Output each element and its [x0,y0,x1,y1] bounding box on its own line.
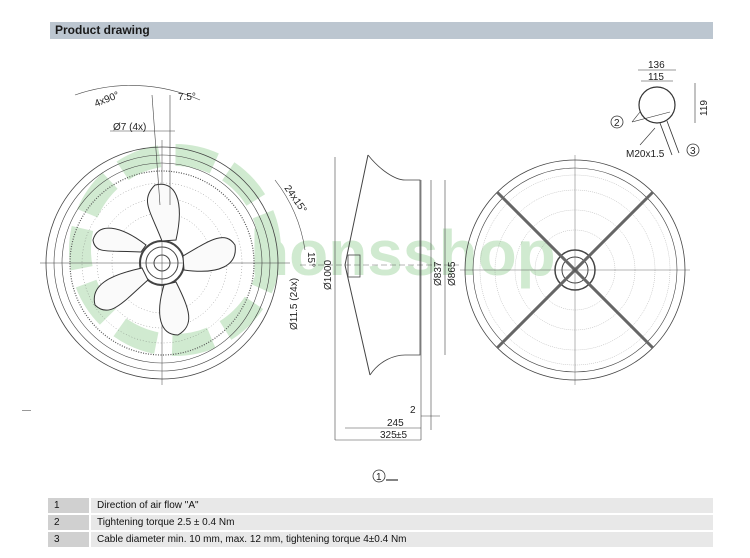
section-title: Product drawing [55,23,150,37]
svg-text:115: 115 [648,72,664,83]
legend-text: Tightening torque 2.5 ± 0.4 Nm [89,515,713,530]
svg-text:24x15°: 24x15° [282,183,309,215]
product-drawing: honsshop 4x90° 7.5° 24x15° 15° Ø7 [40,60,710,483]
callout-2-circle [610,115,624,129]
section-header: Product drawing [50,22,713,39]
svg-text:Ø837: Ø837 [433,261,444,286]
side-view [300,154,460,441]
callout-1-circle [372,469,386,483]
svg-text:136: 136 [648,60,665,71]
callout-3-circle [686,143,700,157]
svg-text:4x90°: 4x90° [93,90,121,110]
table-row: 1 Direction of air flow "A" [48,498,713,513]
svg-text:2: 2 [614,118,620,129]
stray-mark [22,410,31,411]
watermark: honsshop [69,144,556,356]
svg-text:Ø11.5 (24x): Ø11.5 (24x) [289,278,300,330]
front-view [40,85,306,385]
svg-text:Ø1000: Ø1000 [323,260,334,290]
svg-text:3: 3 [690,146,696,157]
svg-text:119: 119 [699,100,710,116]
table-row: 3 Cable diameter min. 10 mm, max. 12 mm,… [48,532,713,547]
legend-number: 2 [48,515,89,530]
terminal-box [631,69,696,156]
fan-blade [92,227,147,253]
svg-text:M20x1.5: M20x1.5 [626,149,665,160]
legend-number: 1 [48,498,89,513]
svg-text:325: 325 [380,430,397,441]
svg-text:7.5°: 7.5° [178,92,196,103]
fan-blade [182,237,236,272]
side-view-labels: Ø1000 Ø837 Ø865 2 245 325 ±5 1 [323,260,458,483]
legend-number: 3 [48,532,89,547]
watermark-text: honsshop [250,217,556,289]
legend-text: Direction of air flow "A" [89,498,713,513]
fan-blade [93,267,149,311]
legend-text: Cable diameter min. 10 mm, max. 12 mm, t… [89,532,713,547]
fan-blade [159,281,190,336]
rear-view [460,155,690,385]
svg-text:15°: 15° [305,252,316,267]
terminal-box-labels: 136 115 119 M20x1.5 2 3 [610,60,710,160]
table-row: 2 Tightening torque 2.5 ± 0.4 Nm [48,515,713,530]
legend-table: 1 Direction of air flow "A" 2 Tightening… [48,496,713,549]
fan-blade [146,183,180,242]
svg-text:2: 2 [410,405,416,416]
svg-text:245: 245 [387,418,404,429]
svg-text:1: 1 [376,472,382,483]
svg-text:Ø7 (4x): Ø7 (4x) [113,122,146,133]
svg-text:±5: ±5 [396,430,407,441]
svg-text:Ø865: Ø865 [447,261,458,286]
